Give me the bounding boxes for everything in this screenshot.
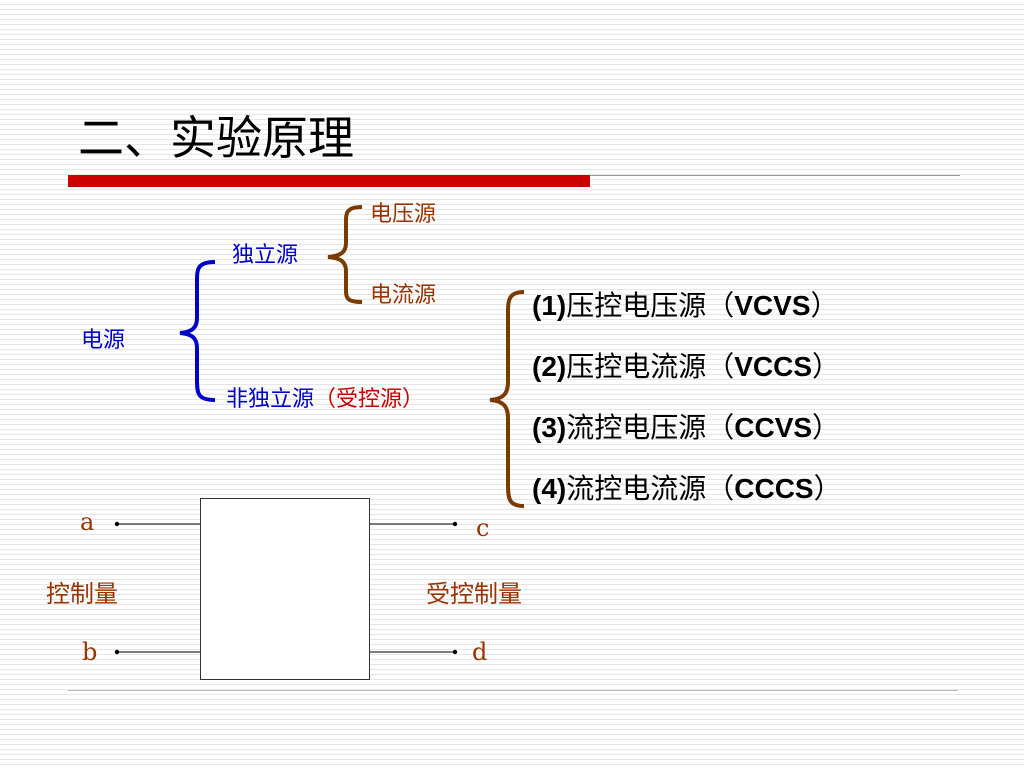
node-dependent-source: 非独立源（受控源） (226, 386, 424, 414)
node-current-source: 电流源 (370, 283, 437, 308)
node-c (452, 521, 458, 527)
dependent-note: （受控源） (314, 387, 425, 412)
terminal-a-label: a (80, 508, 95, 536)
list-abbr: CCCS (734, 473, 814, 504)
list-close: ） (812, 350, 841, 383)
list-num: (4) (532, 473, 567, 504)
node-d (452, 649, 458, 655)
list-text: 流控电压源（ (566, 411, 735, 444)
terminal-b-label: b (82, 638, 98, 666)
list-text: 压控电压源（ (566, 289, 735, 322)
list-close: ） (810, 289, 839, 322)
page-title: 二、实验原理 (78, 111, 354, 165)
list-close: ） (812, 411, 841, 444)
brown-brace-large (489, 290, 525, 508)
node-independent-source: 独立源 (232, 243, 299, 268)
list-num: (2) (532, 351, 567, 382)
node-power-source: 电源 (81, 328, 126, 353)
terminal-c-label: c (476, 514, 490, 542)
list-close: ） (813, 472, 842, 505)
list-item-vccs: (2)压控电流源（VCCS） (532, 349, 840, 385)
list-item-ccvs: (3)流控电压源（CCVS） (532, 410, 840, 446)
node-voltage-source: 电压源 (370, 202, 437, 227)
list-item-vcvs: (1)压控电压源（VCVS） (532, 288, 839, 324)
list-abbr: VCCS (734, 351, 813, 382)
list-num: (1) (532, 290, 567, 321)
list-abbr: CCVS (734, 412, 813, 443)
list-text: 流控电流源（ (566, 472, 735, 505)
terminal-d-label: d (472, 638, 488, 666)
footer-divider (68, 690, 958, 691)
brown-brace-small (327, 205, 363, 304)
two-port-box (200, 498, 370, 680)
title-underline-red (68, 175, 590, 187)
node-b (114, 649, 120, 655)
node-a (114, 521, 120, 527)
control-quantity-label: 控制量 (46, 580, 118, 608)
title-underline-thin (590, 175, 960, 176)
list-num: (3) (532, 412, 567, 443)
list-abbr: VCVS (734, 290, 811, 321)
dependent-label: 非独立源 (226, 387, 315, 412)
list-text: 压控电流源（ (566, 350, 735, 383)
list-item-cccs: (4)流控电流源（CCCS） (532, 471, 842, 507)
blue-brace (179, 260, 216, 402)
controlled-quantity-label: 受控制量 (426, 580, 522, 608)
